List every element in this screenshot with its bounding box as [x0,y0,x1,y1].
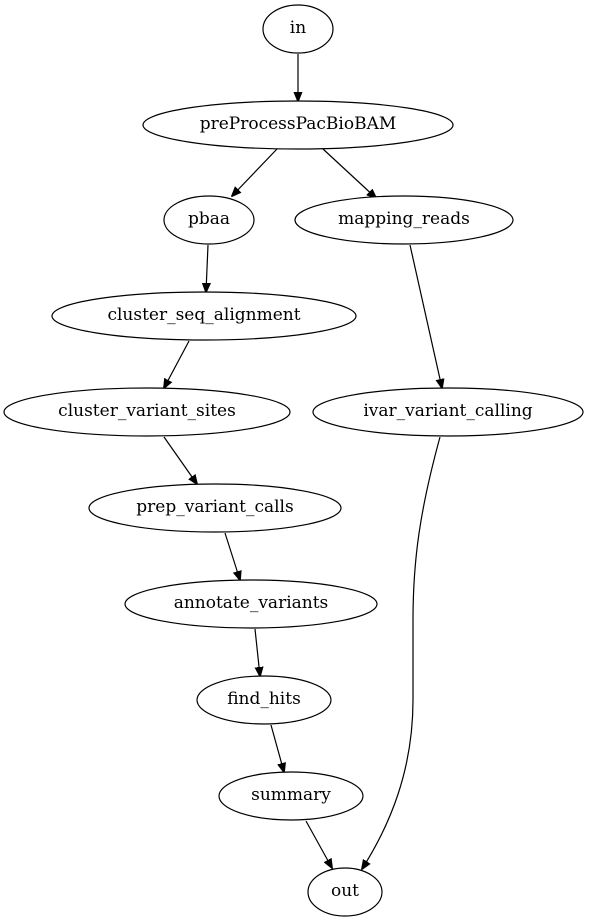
node-pbaa: pbaa [163,195,255,245]
node-prep_variant_calls: prep_variant_calls [88,483,342,533]
node-in: in [262,4,334,54]
node-cluster_seq_alignment-shape [51,291,357,341]
node-cluster_variant_sites-label: cluster_variant_sites [58,401,236,421]
node-find_hits-shape [196,675,332,725]
edge-mapping_reads-to-ivar_variant_calling [409,244,442,388]
node-find_hits: find_hits [196,675,332,725]
node-out: out [307,867,383,917]
node-preProcessPacBioBAM: preProcessPacBioBAM [142,100,454,150]
node-cluster_seq_alignment: cluster_seq_alignment [51,291,357,341]
nodes-layer: in preProcessPacBioBAM pbaa mapping_read… [3,4,584,917]
node-preProcessPacBioBAM-label: preProcessPacBioBAM [200,114,397,134]
node-out-label: out [331,881,359,901]
node-out-shape [307,867,383,917]
node-cluster_variant_sites: cluster_variant_sites [3,387,291,437]
edge-pbaa-to-cluster_seq_alignment [206,244,208,292]
node-annotate_variants-label: annotate_variants [174,593,329,613]
node-summary: summary [218,771,364,821]
node-prep_variant_calls-label: prep_variant_calls [136,497,293,517]
edge-preProcessPacBioBAM-to-mapping_reads [322,148,376,198]
node-mapping_reads: mapping_reads [294,195,514,245]
node-annotate_variants-shape [124,579,378,629]
node-ivar_variant_calling-shape [312,387,584,437]
edge-summary-to-out [305,820,332,868]
node-annotate_variants: annotate_variants [124,579,378,629]
node-in-shape [262,4,334,54]
node-preProcessPacBioBAM-shape [142,100,454,150]
node-summary-shape [218,771,364,821]
edge-cluster_variant_sites-to-prep_variant_calls [163,436,197,484]
node-cluster_variant_sites-shape [3,387,291,437]
edge-preProcessPacBioBAM-to-pbaa [232,148,278,196]
node-summary-label: summary [251,785,331,805]
node-ivar_variant_calling: ivar_variant_calling [312,387,584,437]
node-mapping_reads-shape [294,195,514,245]
node-mapping_reads-label: mapping_reads [338,209,470,229]
node-find_hits-label: find_hits [227,689,301,709]
node-pbaa-label: pbaa [188,209,230,229]
edge-prep_variant_calls-to-annotate_variants [224,532,240,580]
edge-annotate_variants-to-find_hits [255,628,260,676]
node-cluster_seq_alignment-label: cluster_seq_alignment [107,305,300,325]
edge-ivar_variant_calling-to-out [362,436,441,869]
node-pbaa-shape [163,195,255,245]
node-in-label: in [290,18,306,38]
edge-cluster_seq_alignment-to-cluster_variant_sites [164,340,190,388]
edges-layer [164,54,442,869]
node-ivar_variant_calling-label: ivar_variant_calling [363,401,532,421]
node-prep_variant_calls-shape [88,483,342,533]
edge-find_hits-to-summary [270,724,284,772]
